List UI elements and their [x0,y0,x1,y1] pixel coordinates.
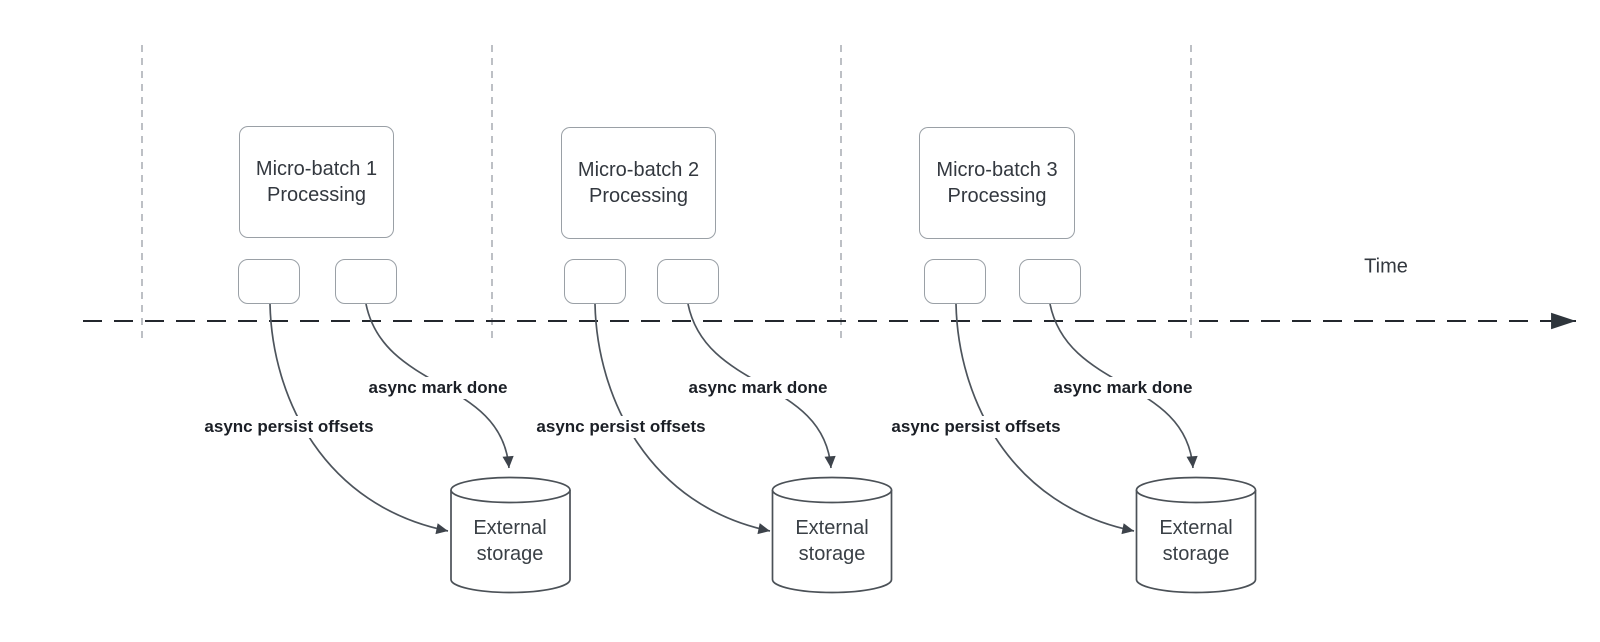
done-task-rect-1 [335,259,397,304]
persist-offsets-label-3: async persist offsets [888,416,1064,438]
persist-task-rect-3 [924,259,986,304]
external-storage-cylinder-2 [771,476,893,594]
external-storage-label-3: External storage [1159,517,1233,565]
micro-batch-2-box: Micro-batch 2 Processing [561,127,716,239]
micro-batch-1-box: Micro-batch 1 Processing [239,126,394,238]
time-label: Time [1364,255,1408,278]
persist-offsets-arrow-1 [269,303,449,535]
external-storage-label-2: External storage [795,517,869,565]
persist-task-rect-2 [564,259,626,304]
persist-task-rect-1 [238,259,300,304]
micro-batch-1-title-line1: Micro-batch 1 [255,158,378,180]
persist-offsets-label-2: async persist offsets [533,416,709,438]
persist-offsets-arrow-2 [594,303,771,535]
mark-done-label-2: async mark done [685,377,831,399]
micro-batch-3-title-line2: Processing [947,185,1047,207]
persist-offsets-arrow-3 [955,303,1135,535]
mark-done-label-3: async mark done [1050,377,1196,399]
done-task-rect-3 [1019,259,1081,304]
external-storage-cylinder-3 [1135,476,1257,594]
micro-batch-3-box: Micro-batch 3 Processing [919,127,1075,239]
micro-batch-2-title-line2: Processing [589,185,688,207]
micro-batch-2-title-line1: Micro-batch 2 [577,159,700,181]
external-storage-label-1: External storage [473,517,547,565]
micro-batch-1-title-line2: Processing [267,184,366,206]
done-task-rect-2 [657,259,719,304]
micro-batch-3-title-line1: Micro-batch 3 [936,159,1058,181]
mark-done-label-1: async mark done [365,377,511,399]
persist-offsets-label-1: async persist offsets [201,416,377,438]
external-storage-cylinder-1 [450,476,571,594]
